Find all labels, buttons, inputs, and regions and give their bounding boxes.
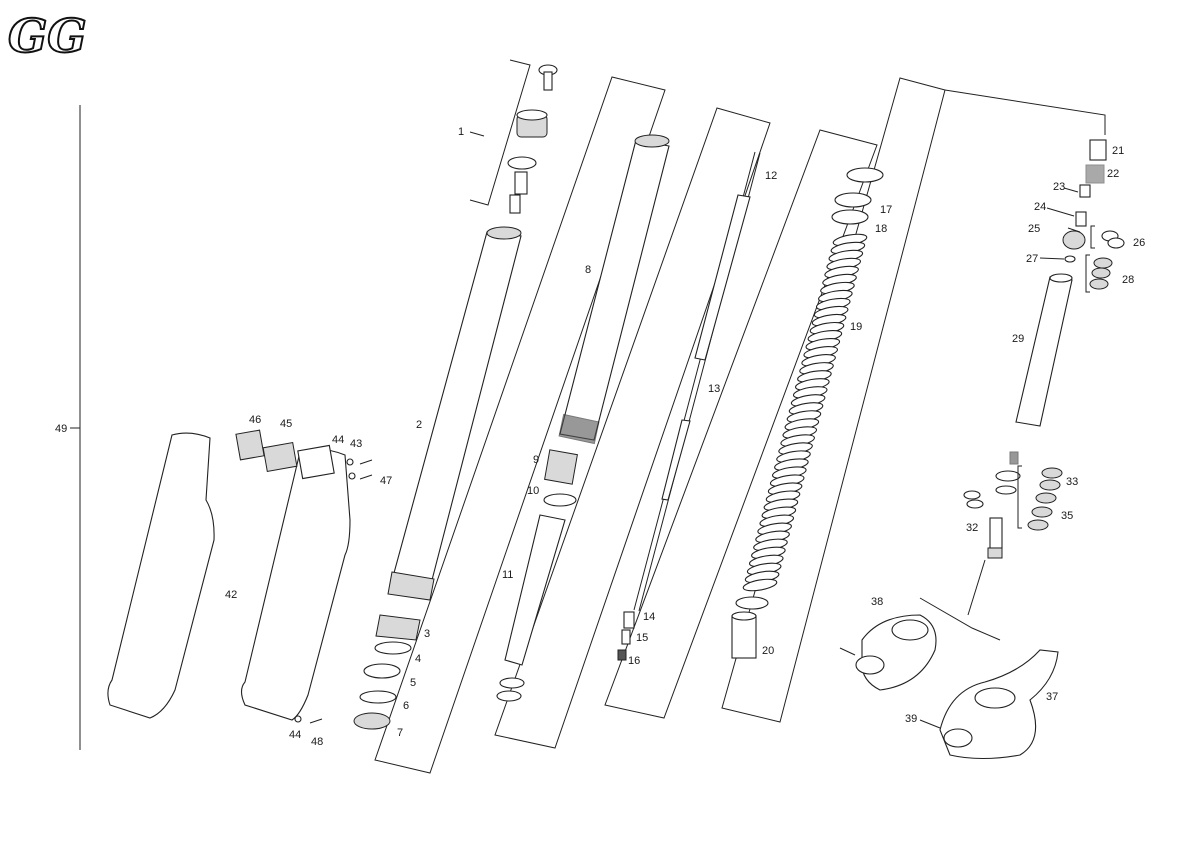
- adjuster-group: [1062, 139, 1125, 293]
- spring-coil: [742, 578, 778, 592]
- brand-logo: GG: [7, 8, 88, 64]
- logo-text: GG: [8, 9, 87, 63]
- label-44a: 44: [332, 434, 344, 446]
- label-26: 26: [1133, 237, 1145, 249]
- label-45: 45: [280, 418, 292, 430]
- label-5: 5: [410, 677, 416, 689]
- outer-tube: [387, 226, 522, 601]
- fork-spring: [742, 233, 868, 592]
- label-7: 7: [397, 727, 403, 739]
- damper-tube: [1015, 273, 1073, 427]
- panel-outlines: [374, 59, 1106, 774]
- label-25: 25: [1028, 223, 1040, 235]
- label-32: 32: [966, 522, 978, 534]
- label-42: 42: [225, 589, 237, 601]
- label-23: 23: [1053, 181, 1065, 193]
- label-37: 37: [1046, 691, 1058, 703]
- label-48: 48: [311, 736, 323, 748]
- label-19: 19: [850, 321, 862, 333]
- inner-tube: [543, 134, 670, 507]
- label-46: 46: [249, 414, 261, 426]
- label-24: 24: [1034, 201, 1046, 213]
- label-1: 1: [458, 126, 464, 138]
- label-22: 22: [1107, 168, 1119, 180]
- label-6: 6: [403, 700, 409, 712]
- label-47: 47: [380, 475, 392, 487]
- label-12: 12: [765, 170, 777, 182]
- label-10: 10: [527, 485, 539, 497]
- label-35: 35: [1061, 510, 1073, 522]
- label-43: 43: [350, 438, 362, 450]
- label-8: 8: [585, 264, 591, 276]
- label-17: 17: [880, 204, 892, 216]
- label-13: 13: [708, 383, 720, 395]
- label-3: 3: [424, 628, 430, 640]
- label-4: 4: [415, 653, 421, 665]
- label-28: 28: [1122, 274, 1134, 286]
- label-14: 14: [643, 611, 655, 623]
- label-11: 11: [502, 569, 513, 581]
- leader-lines: [469, 131, 1081, 260]
- label-16: 16: [628, 655, 640, 667]
- label-38: 38: [871, 596, 883, 608]
- label-33: 33: [1066, 476, 1078, 488]
- label-27: 27: [1026, 253, 1038, 265]
- bracket-49: [70, 105, 81, 750]
- label-44b: 44: [289, 729, 301, 741]
- damper-rod: [496, 514, 566, 702]
- label-21: 21: [1112, 145, 1124, 157]
- label-49: 49: [55, 423, 67, 435]
- label-20: 20: [762, 645, 774, 657]
- triple-clamps: [839, 597, 1059, 760]
- label-15: 15: [636, 632, 648, 644]
- label-18: 18: [875, 223, 887, 235]
- label-2: 2: [416, 419, 422, 431]
- label-29: 29: [1012, 333, 1024, 345]
- part-labels: 1 2 3 4 5 6 7 8 9 10 11 12 13 14 15 16 1…: [55, 126, 1145, 748]
- cartridge-rod: [617, 151, 761, 661]
- seal-stack: [353, 614, 421, 730]
- spring-rings: [731, 167, 884, 659]
- valve-stack: [963, 451, 1063, 616]
- label-39: 39: [905, 713, 917, 725]
- label-9: 9: [533, 454, 539, 466]
- part-group-1: [507, 64, 558, 214]
- fork-guards: [107, 429, 373, 724]
